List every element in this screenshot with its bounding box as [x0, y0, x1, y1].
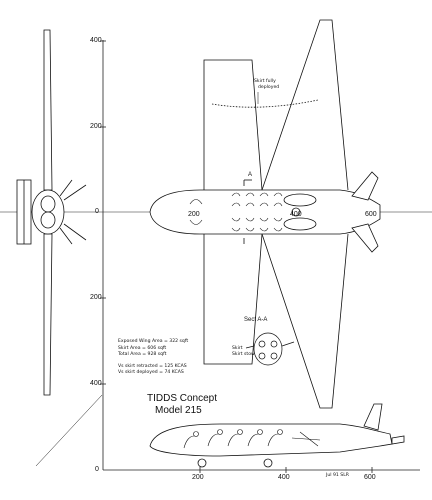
drawing-title: TIDDS Concept	[147, 393, 218, 404]
front-view	[16, 29, 87, 396]
speed-line: Vs skirt deployed = 74 KCAS	[118, 370, 184, 375]
y-tick-label: 200	[90, 294, 102, 301]
speed-line: Vs skirt retracted = 125 KCAS	[118, 363, 187, 369]
side-y-tick-label: 0	[95, 466, 99, 473]
area-line: Total Area = 928 sqft	[118, 352, 167, 357]
y-tick-label: 400	[90, 380, 102, 387]
area-line: Skirt Area = 606 sqft	[118, 345, 167, 351]
section-marker-label: A	[248, 172, 253, 178]
section-title: Sect A-A	[244, 317, 268, 323]
plan-x-tick-label: 600	[365, 211, 377, 218]
section-label: Skirt	[232, 346, 243, 351]
plan-view-wings	[203, 19, 349, 409]
area-summary: Exposed Wing Area = 322 sqft Skirt Area …	[118, 339, 188, 377]
skirt-note-label: Skirt fully	[254, 79, 276, 84]
side-x-tick-label: 200	[192, 474, 204, 481]
drawing-credit: Jul 91 SLR	[326, 473, 349, 478]
plan-x-tick-label: 400	[290, 211, 302, 218]
plan-view-axes	[0, 40, 432, 473]
plan-x-tick-label: 200	[188, 211, 200, 218]
side-view	[35, 394, 405, 468]
y-tick-label: 0	[95, 208, 99, 215]
area-line: Exposed Wing Area = 322 sqft	[118, 339, 189, 344]
skirt-note-label: deployed	[258, 85, 280, 90]
plan-view-fuselage	[149, 171, 381, 253]
drawing-subtitle: Model 215	[155, 405, 202, 416]
section-aa-detail	[245, 332, 295, 366]
y-tick-label: 200	[90, 123, 102, 130]
section-label: Skirt stow	[232, 352, 255, 357]
side-x-tick-label: 400	[278, 474, 290, 481]
y-tick-label: 400	[90, 37, 102, 44]
side-x-tick-label: 600	[364, 474, 376, 481]
